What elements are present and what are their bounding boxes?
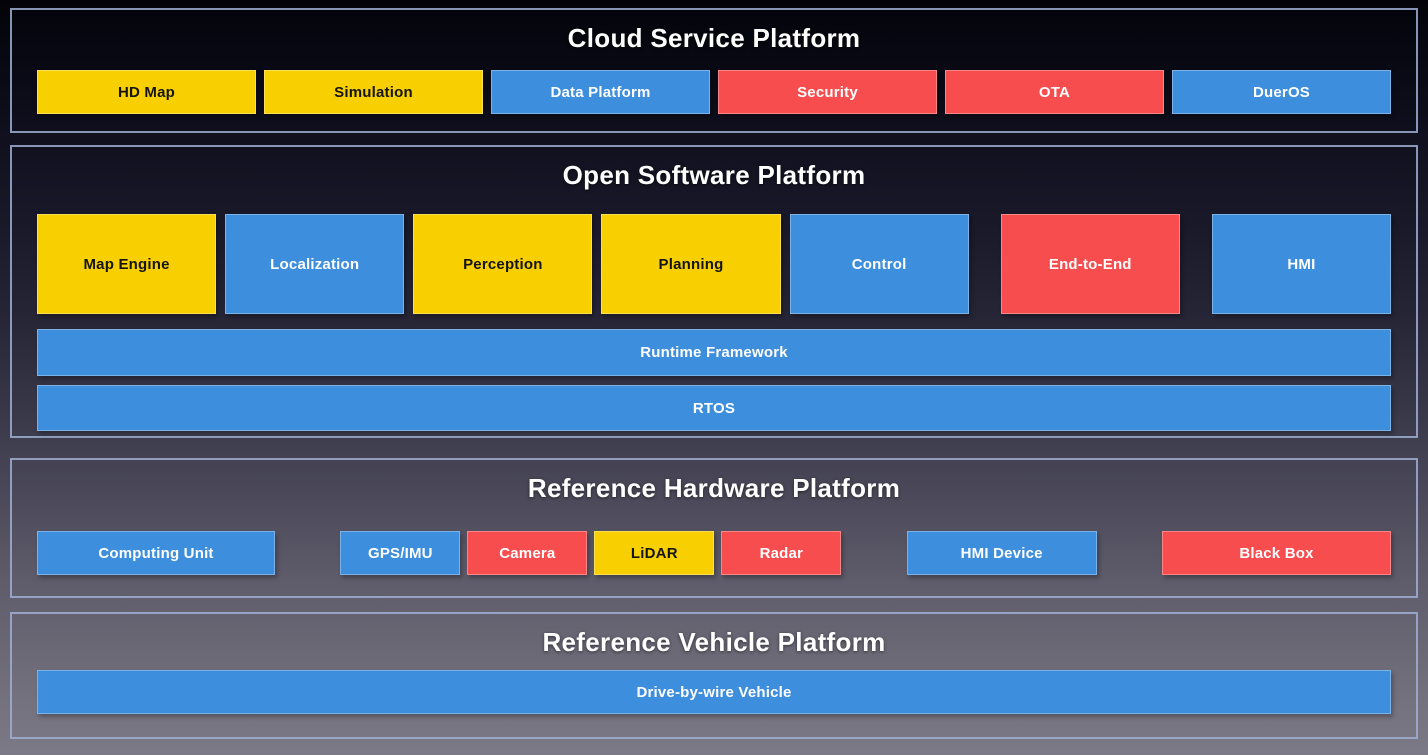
box-lidar: LiDAR <box>594 531 715 575</box>
box-label: Map Engine <box>83 255 170 273</box>
box-label: DuerOS <box>1252 83 1311 101</box>
box-label: Black Box <box>1239 544 1314 562</box>
sensor-group: GPS/IMU Camera LiDAR Radar <box>340 531 842 575</box>
box-camera: Camera <box>467 531 588 575</box>
box-label: Camera <box>499 544 556 562</box>
box-label: Radar <box>759 544 804 562</box>
box-label: Planning <box>658 255 724 273</box>
software-platform-title: Open Software Platform <box>562 160 866 190</box>
bar-runtime-framework: Runtime Framework <box>37 329 1391 376</box>
section-reference-vehicle-platform: Reference Vehicle Platform Drive-by-wire… <box>10 612 1418 739</box>
bar-label: Runtime Framework <box>640 344 788 361</box>
bar-drive-by-wire-vehicle: Drive-by-wire Vehicle <box>37 670 1391 714</box>
section-reference-hardware-platform: Reference Hardware Platform Computing Un… <box>10 458 1418 598</box>
box-perception: Perception <box>413 214 593 314</box>
software-modules-row: Map Engine Localization Perception Plann… <box>37 214 1391 314</box>
box-label: HD Map <box>117 83 176 101</box>
box-label: HMI <box>1287 255 1316 273</box>
section-cloud-service-platform: Cloud Service Platform HD Map Simulation… <box>10 8 1418 133</box>
box-hmi: HMI <box>1211 214 1391 314</box>
box-security: Security <box>718 70 937 114</box>
hardware-platform-title: Reference Hardware Platform <box>527 473 901 503</box>
box-simulation: Simulation <box>264 70 483 114</box>
box-end-to-end: End-to-End <box>1000 214 1180 314</box>
box-planning: Planning <box>601 214 781 314</box>
box-label: HMI Device <box>960 544 1043 562</box>
box-computing-unit: Computing Unit <box>37 531 275 575</box>
vehicle-platform-title: Reference Vehicle Platform <box>542 627 886 657</box>
box-label: Computing Unit <box>98 544 214 562</box>
box-label: Simulation <box>334 83 413 101</box>
box-control: Control <box>789 214 969 314</box>
box-radar: Radar <box>721 531 842 575</box>
hardware-row: Computing Unit GPS/IMU Camera LiDAR Rada… <box>37 531 1391 575</box>
box-localization: Localization <box>225 214 405 314</box>
box-label: End-to-End <box>1048 255 1132 273</box>
box-label: Localization <box>270 255 360 273</box>
box-label: Control <box>851 255 907 273</box>
architecture-diagram: Cloud Service Platform HD Map Simulation… <box>10 8 1418 739</box>
bar-label: Drive-by-wire Vehicle <box>636 683 792 701</box>
box-gps-imu: GPS/IMU <box>340 531 461 575</box>
box-label: Security <box>797 83 858 101</box>
bar-label: RTOS <box>692 399 736 417</box>
box-map-engine: Map Engine <box>37 214 217 314</box>
box-ota: OTA <box>945 70 1164 114</box>
cloud-services-row: HD Map Simulation Data Platform Security… <box>37 70 1391 114</box>
box-dueros: DuerOS <box>1172 70 1391 114</box>
box-data-platform: Data Platform <box>491 70 710 114</box>
section-open-software-platform: Open Software Platform Map Engine Locali… <box>10 145 1418 438</box>
box-label: GPS/IMU <box>367 544 433 562</box>
box-black-box: Black Box <box>1161 531 1391 575</box>
box-label: Perception <box>463 255 543 273</box>
box-hmi-device: HMI Device <box>906 531 1097 575</box>
box-label: OTA <box>1038 83 1071 101</box>
cloud-platform-title: Cloud Service Platform <box>567 23 861 53</box>
bar-rtos: RTOS <box>37 385 1391 431</box>
box-label: Data Platform <box>550 83 651 101</box>
box-label: LiDAR <box>630 544 678 562</box>
box-hd-map: HD Map <box>37 70 256 114</box>
